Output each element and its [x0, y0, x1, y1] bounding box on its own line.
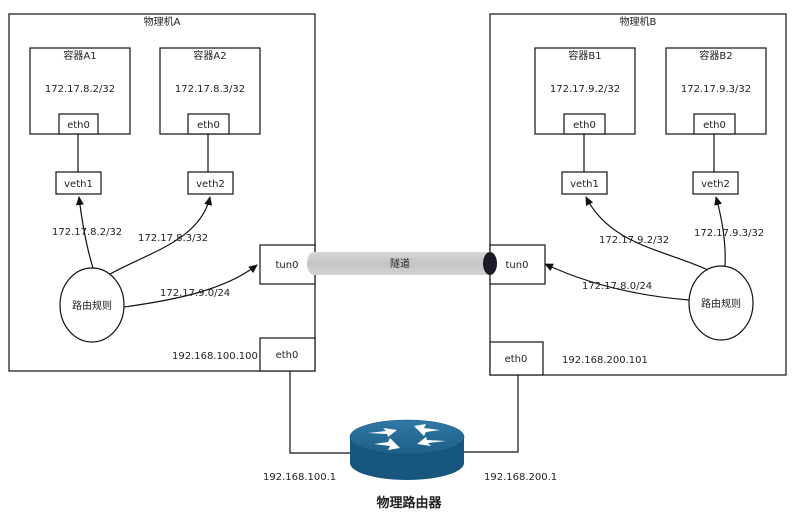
host-b-eth0: [489, 341, 544, 376]
host-a-arrow-to-veth2: [109, 196, 213, 275]
container-a1-ip: 172.17.8.2/32: [45, 84, 115, 95]
host-b-arrow-to-tun: [544, 263, 690, 301]
host-a-route-rules: [59, 267, 125, 343]
container-b1: 容器B1 172.17.9.2/32 eth0: [534, 47, 636, 135]
host-a-route-label-veth1: 172.17.8.2/32: [52, 227, 122, 238]
container-a2-title: 容器A2: [193, 49, 226, 62]
container-b2-eth0-label: eth0: [703, 120, 726, 131]
container-a2-ip: 172.17.8.3/32: [175, 84, 245, 95]
host-a-arrow-to-tun: [123, 264, 258, 308]
host-a: 物理机A 容器A1 172.17.8.2/32 eth0 容器A2 172.17…: [8, 13, 316, 372]
host-a-veth2: [187, 171, 234, 195]
router-arrows-icon: [368, 424, 446, 450]
host-b-ip: 192.168.200.101: [562, 355, 648, 366]
host-a-route-rules-label: 路由规则: [72, 299, 112, 312]
host-b-veth2: [692, 171, 739, 195]
tunnel-label: 隧道: [390, 257, 410, 270]
host-b-arrow-to-veth1: [585, 196, 709, 271]
container-a2: 容器A2 172.17.8.3/32 eth0: [159, 47, 261, 135]
host-b-tun0-label: tun0: [506, 260, 529, 271]
container-b1-ip: 172.17.9.2/32: [550, 84, 620, 95]
tunnel-tube: [307, 252, 497, 275]
tunnel: 隧道: [307, 252, 497, 275]
container-b1-eth0-label: eth0: [573, 120, 596, 131]
host-a-route-label-veth2: 172.17.8.3/32: [138, 233, 208, 244]
host-b-veth1-label: veth1: [570, 179, 599, 190]
host-b-route-label-veth2: 172.17.9.3/32: [694, 228, 764, 239]
router-right-ip: 192.168.200.1: [484, 472, 557, 483]
host-a-eth0-label: eth0: [276, 350, 299, 361]
host-a-veth2-label: veth2: [196, 179, 225, 190]
link-host-a-router: [289, 371, 350, 454]
host-a-route-label-tun: 172.17.9.0/24: [160, 288, 230, 299]
router-title: 物理路由器: [376, 495, 442, 511]
host-a-veth1-label: veth1: [64, 179, 93, 190]
container-b2-ip: 172.17.9.3/32: [681, 84, 751, 95]
host-b-route-rules: [688, 265, 754, 341]
container-a1: 容器A1 172.17.8.2/32 eth0: [29, 47, 131, 135]
host-b-route-label-veth1: 172.17.9.2/32: [599, 235, 669, 246]
host-b-eth0-label: eth0: [505, 354, 528, 365]
host-a-arrow-to-veth1: [75, 196, 94, 269]
host-a-eth0: [259, 337, 316, 372]
container-b1-title: 容器B1: [568, 49, 601, 62]
container-a1-eth0-label: eth0: [67, 120, 90, 131]
host-b-route-rules-label: 路由规则: [701, 297, 741, 310]
link-host-b-router: [464, 375, 519, 453]
host-a-ip: 192.168.100.100: [172, 351, 258, 362]
container-a2-eth0-label: eth0: [197, 120, 220, 131]
router-left-ip: 192.168.100.1: [263, 472, 336, 483]
host-a-title: 物理机A: [144, 15, 181, 28]
router: 物理路由器: [349, 419, 465, 511]
host-b-title: 物理机B: [620, 15, 657, 28]
host-b: 物理机B 容器B1 172.17.9.2/32 eth0 容器B2 172.17…: [489, 13, 787, 376]
container-a1-title: 容器A1: [63, 49, 96, 62]
container-b2-title: 容器B2: [699, 49, 732, 62]
container-b2: 容器B2 172.17.9.3/32 eth0: [665, 47, 767, 135]
host-b-arrow-to-veth2: [714, 196, 726, 267]
host-b-route-label-tun: 172.17.8.0/24: [582, 281, 652, 292]
host-b-veth2-label: veth2: [701, 179, 730, 190]
host-a-tun0-label: tun0: [276, 260, 299, 271]
tunnel-opening: [483, 252, 497, 275]
router-top: [349, 419, 465, 455]
